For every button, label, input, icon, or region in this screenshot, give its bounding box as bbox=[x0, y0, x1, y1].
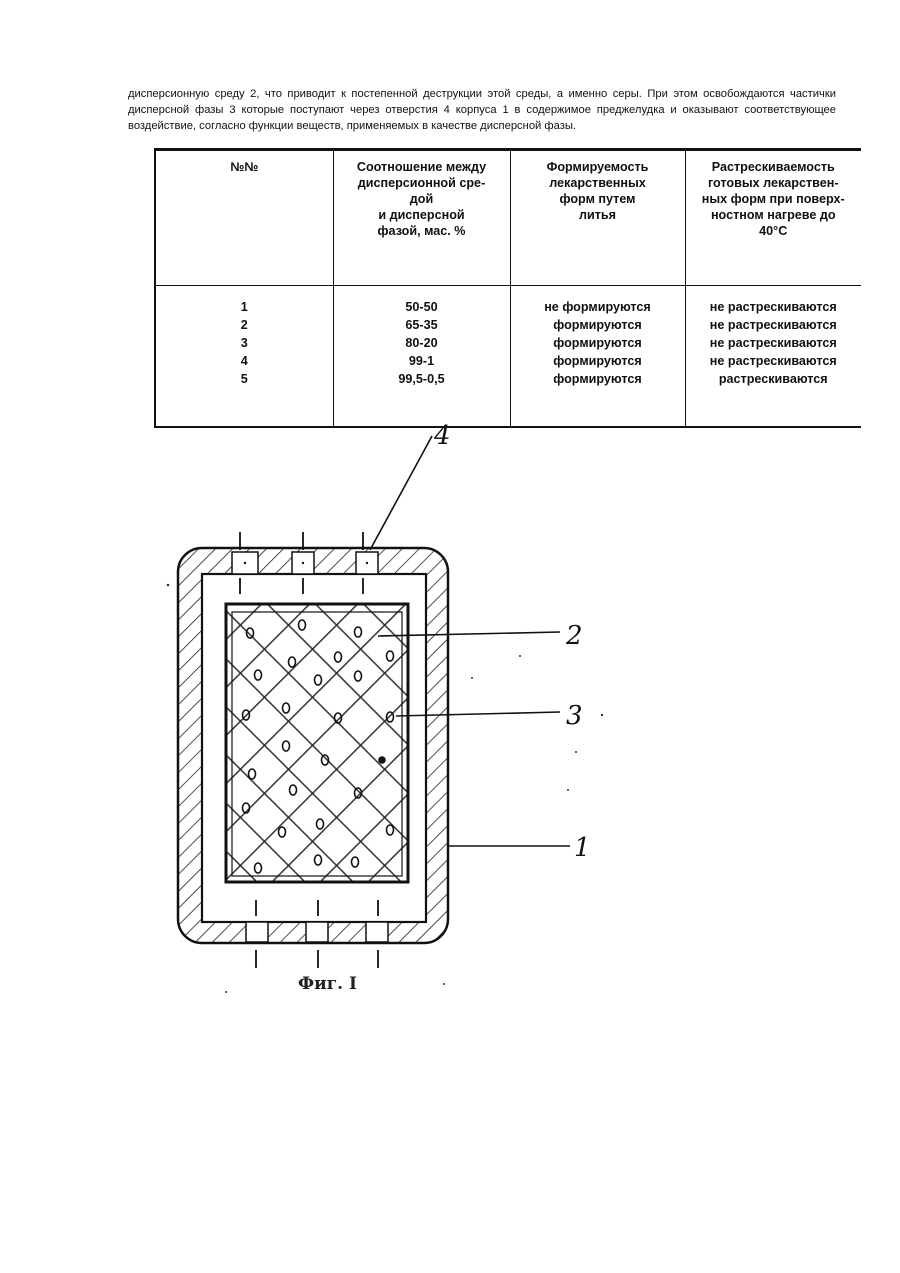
column-number: 1 2 3 4 5 bbox=[155, 286, 333, 428]
table-cell: 1 bbox=[156, 298, 333, 316]
table-cell: 4 bbox=[156, 352, 333, 370]
dispersion-medium bbox=[226, 604, 408, 882]
label-body-1: 1 bbox=[574, 833, 591, 863]
header-ratio: Соотношение между дисперсионной сре- дой… bbox=[333, 150, 510, 286]
column-formability: не формируются формируются формируются ф… bbox=[510, 286, 685, 428]
table-cell: 50-50 bbox=[334, 298, 510, 316]
table-cell: не растрескиваются bbox=[686, 298, 862, 316]
table-cell: не формируются bbox=[511, 298, 685, 316]
table-header-row: №№ Соотношение между дисперсионной сре- … bbox=[155, 150, 861, 286]
table-cell: не растрескиваются bbox=[686, 334, 862, 352]
label-hole-4: 4 bbox=[433, 421, 451, 451]
table-cell: формируются bbox=[511, 316, 685, 334]
table-cell: 2 bbox=[156, 316, 333, 334]
header-cracking: Растрескиваемость готовых лекарствен- ны… bbox=[685, 150, 861, 286]
header-formability: Формируемость лекарственных форм путем л… bbox=[510, 150, 685, 286]
header-number: №№ bbox=[155, 150, 333, 286]
table-cell: не растрескиваются bbox=[686, 316, 862, 334]
results-table: №№ Соотношение между дисперсионной сре- … bbox=[154, 148, 861, 428]
table-cell: формируются bbox=[511, 352, 685, 370]
table-cell: не растрескиваются bbox=[686, 352, 862, 370]
table-cell: 99,5-0,5 bbox=[334, 370, 510, 388]
label-particles-3: 3 bbox=[566, 701, 583, 731]
figure-caption: Фиг. I bbox=[298, 974, 388, 994]
table-body-row: 1 2 3 4 5 50-50 65-35 80-20 99-1 99,5-0,… bbox=[155, 286, 861, 428]
table-cell: 3 bbox=[156, 334, 333, 352]
label-medium-2: 2 bbox=[565, 621, 583, 651]
table-cell: 80-20 bbox=[334, 334, 510, 352]
table-cell: 99-1 bbox=[334, 352, 510, 370]
figure-1-drawing: 4 2 3 1 bbox=[0, 410, 900, 1010]
body-paragraph: дисперсионную среду 2, что приводит к по… bbox=[128, 86, 836, 134]
table-cell: формируются bbox=[511, 334, 685, 352]
column-cracking: не растрескиваются не растрескиваются не… bbox=[685, 286, 861, 428]
table-cell: формируются bbox=[511, 370, 685, 388]
column-ratio: 50-50 65-35 80-20 99-1 99,5-0,5 bbox=[333, 286, 510, 428]
table-cell: 65-35 bbox=[334, 316, 510, 334]
table-cell: 5 bbox=[156, 370, 333, 388]
table-cell: растрескиваются bbox=[686, 370, 862, 388]
